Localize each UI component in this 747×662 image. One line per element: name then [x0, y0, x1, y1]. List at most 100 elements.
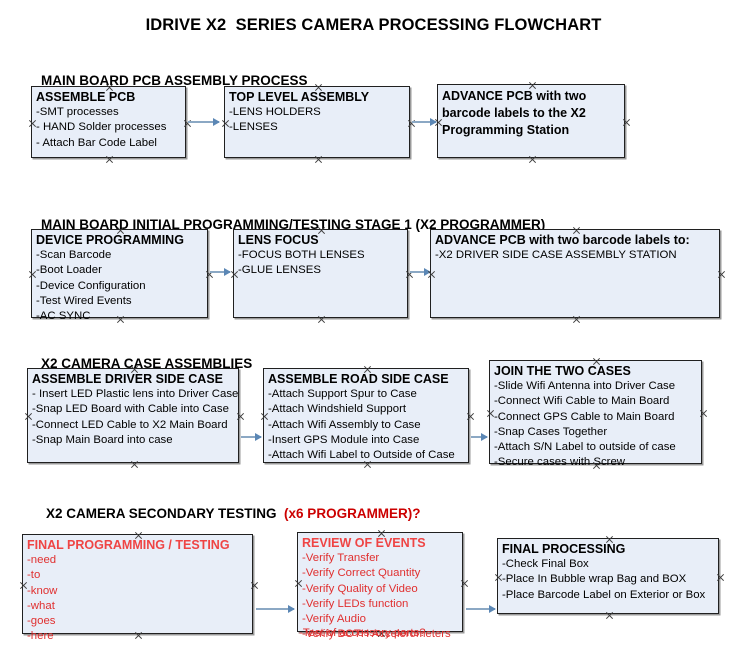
connection-handle-left[interactable]	[24, 412, 33, 421]
box-line: -Snap Cases Together	[494, 425, 608, 438]
box-line: -Scan Barcode	[36, 249, 112, 261]
connection-handle-left[interactable]	[221, 119, 230, 128]
box-line: -X2 DRIVER SIDE CASE ASSEMBLY STATION	[435, 249, 677, 261]
box-device-programming[interactable]: DEVICE PROGRAMMING -Scan Barcode -Boot L…	[28, 226, 208, 322]
box-line: -Verify LEDs function	[302, 597, 409, 610]
connection-handle-left[interactable]	[494, 573, 503, 582]
connection-handle-top[interactable]	[116, 226, 125, 235]
box-line: -LENSES	[229, 121, 278, 134]
connection-handle-right[interactable]	[699, 409, 708, 418]
section-heading-4-accent: (x6 PROGRAMMER)?	[284, 506, 421, 521]
box-line: - Attach Bar Code Label	[36, 136, 157, 149]
connection-handle-left[interactable]	[486, 409, 495, 418]
box-line: -Boot Loader	[36, 264, 102, 277]
connection-handle-top[interactable]	[130, 365, 139, 374]
connector-arrow	[241, 432, 262, 441]
connection-handle-right[interactable]	[236, 412, 245, 421]
box-title: FINAL PROCESSING	[502, 542, 626, 556]
box-assemble-road-side-case[interactable]: ASSEMBLE ROAD SIDE CASE -Attach Support …	[263, 368, 469, 463]
box-advance-pcb-to-programming-station[interactable]: ADVANCE PCB with two barcode labels to t…	[437, 84, 625, 158]
connection-handle-bottom[interactable]	[134, 631, 143, 640]
connection-handle-right[interactable]	[466, 412, 475, 421]
box-line: -Place In Bubble wrap Bag and BOX	[502, 573, 687, 586]
connection-handle-right[interactable]	[716, 573, 725, 582]
connection-handle-left[interactable]	[260, 412, 269, 421]
connection-handle-right[interactable]	[183, 119, 192, 128]
connection-handle-left[interactable]	[19, 581, 28, 590]
box-line: -AC SYNC	[36, 310, 91, 323]
box-line: - Insert LED Plastic lens into Driver Ca…	[32, 388, 239, 400]
box-line: -goes	[27, 615, 56, 628]
connector-arrow	[412, 117, 437, 126]
box-line: -Attach S/N Label to outside of case	[494, 441, 676, 454]
box-advance-pcb-to-driver-side-case[interactable]: ADVANCE PCB with two barcode labels to: …	[430, 229, 720, 318]
connection-handle-left[interactable]	[294, 579, 303, 588]
connector-arrow	[188, 117, 220, 126]
box-title: ASSEMBLE ROAD SIDE CASE	[268, 372, 449, 386]
box-line: -GLUE LENSES	[238, 264, 321, 277]
box-top-level-assembly[interactable]: TOP LEVEL ASSEMBLY -LENS HOLDERS -LENSES	[224, 86, 410, 158]
section-heading-3: X2 CAMERA CASE ASSEMBLIES	[26, 341, 252, 386]
connection-handle-bottom[interactable]	[363, 460, 372, 469]
connection-handle-top[interactable]	[317, 226, 326, 235]
connection-handle-top[interactable]	[528, 81, 537, 90]
box-line: -Slide Wifi Antenna into Driver Case	[494, 380, 676, 392]
box-line: -Connect GPS Cable to Main Board	[494, 410, 675, 423]
connection-handle-top[interactable]	[105, 83, 114, 92]
box-title: ADVANCE PCB with two barcode labels to t…	[442, 89, 587, 137]
box-final-processing[interactable]: FINAL PROCESSING -Check Final Box -Place…	[497, 538, 719, 614]
connector-arrow	[256, 604, 295, 613]
connection-handle-bottom[interactable]	[116, 315, 125, 324]
box-line: -Insert GPS Module into Case	[268, 433, 420, 446]
box-lens-focus[interactable]: LENS FOCUS -FOCUS BOTH LENSES -GLUE LENS…	[233, 229, 408, 318]
box-title: ASSEMBLE PCB	[36, 90, 136, 104]
connection-handle-right[interactable]	[250, 581, 259, 590]
connector-arrow	[471, 432, 488, 441]
connection-handle-top[interactable]	[314, 83, 323, 92]
connection-handle-right[interactable]	[407, 119, 416, 128]
box-line: -know	[27, 584, 58, 597]
connection-handle-left[interactable]	[28, 270, 37, 279]
box-title: REVIEW OF EVENTS	[302, 536, 426, 550]
connection-handle-right[interactable]	[622, 118, 631, 127]
box-title: LENS FOCUS	[238, 233, 319, 247]
box-line: - HAND Solder processes	[36, 121, 167, 134]
box-line: -Snap Main Board into case	[32, 433, 173, 446]
connection-handle-top[interactable]	[572, 226, 581, 235]
connection-handle-left[interactable]	[230, 270, 239, 279]
box-line: -to	[27, 569, 41, 582]
section-heading-2-text: MAIN BOARD INITIAL PROGRAMMING/TESTING S…	[41, 217, 546, 232]
box-line: -Check Final Box	[502, 558, 589, 570]
box-line: -Connect Wifi Cable to Main Board	[494, 395, 670, 408]
box-line: -here	[27, 630, 54, 643]
section-heading-1-text: MAIN BOARD PCB ASSEMBLY PROCESS	[41, 73, 308, 88]
connection-handle-bottom[interactable]	[105, 155, 114, 164]
box-review-of-events[interactable]: REVIEW OF EVENTS -Verify Transfer -Verif…	[294, 529, 463, 640]
connection-handle-left[interactable]	[427, 270, 436, 279]
connection-handle-top[interactable]	[134, 531, 143, 540]
connection-handle-bottom[interactable]	[314, 155, 323, 164]
box-join-the-two-cases[interactable]: JOIN THE TWO CASES -Slide Wifi Antenna i…	[486, 357, 702, 468]
connection-handle-top[interactable]	[377, 529, 386, 538]
connection-handle-top[interactable]	[363, 365, 372, 374]
connection-handle-left[interactable]	[28, 119, 37, 128]
box-final-programming-testing[interactable]: FINAL PROGRAMMING / TESTING -need -to -k…	[19, 531, 253, 642]
box-line: -Connect LED Cable to X2 Main Board	[32, 418, 228, 431]
connection-handle-right[interactable]	[460, 579, 469, 588]
connection-handle-bottom[interactable]	[317, 315, 326, 324]
box-line: -FOCUS BOTH LENSES	[238, 249, 365, 261]
connection-handle-top[interactable]	[592, 357, 601, 366]
connection-handle-left[interactable]	[434, 118, 443, 127]
connector-arrow	[466, 604, 496, 613]
connection-handle-top[interactable]	[605, 535, 614, 544]
connection-handle-right[interactable]	[717, 270, 726, 279]
connection-handle-bottom[interactable]	[592, 461, 601, 470]
box-assemble-driver-side-case[interactable]: ASSEMBLE DRIVER SIDE CASE - Insert LED P…	[27, 368, 239, 463]
connection-handle-bottom[interactable]	[572, 315, 581, 324]
connection-handle-bottom[interactable]	[528, 155, 537, 164]
connection-handle-bottom[interactable]	[605, 611, 614, 620]
box-line: -need	[27, 554, 57, 566]
box-assemble-pcb[interactable]: ASSEMBLE PCB -SMT processes - HAND Solde…	[31, 86, 186, 158]
connection-handle-bottom[interactable]	[130, 460, 139, 469]
box-title: ADVANCE PCB with two barcode labels to:	[435, 233, 690, 247]
